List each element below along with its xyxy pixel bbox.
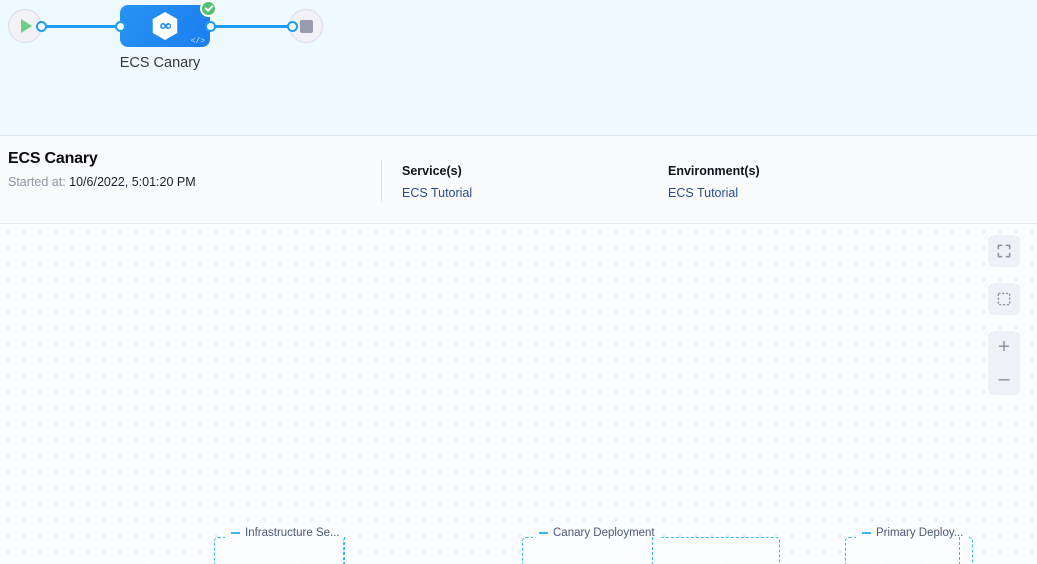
group-label: Infrastructure Se...: [245, 527, 340, 539]
stage-node-label: ECS Canary: [119, 55, 201, 71]
divider: [381, 160, 382, 202]
page-title: ECS Canary: [8, 150, 98, 167]
services-title: Service(s): [402, 164, 462, 178]
guide-line: [652, 537, 653, 564]
code-marker: </>: [190, 37, 205, 46]
environments-link[interactable]: ECS Tutorial: [668, 186, 739, 200]
stop-icon: [299, 19, 313, 33]
group-infrastructure-section[interactable]: Infrastructure Se...: [214, 527, 346, 564]
edge-start-to-stage: [42, 25, 120, 28]
port-start-out: [36, 21, 47, 32]
edge-stage-to-end: [211, 25, 291, 28]
environments-column: Environment(s) ECS Tutorial: [668, 164, 760, 200]
collapse-icon[interactable]: [862, 532, 871, 534]
group-primary-deployment[interactable]: Primary Deploy...: [845, 527, 973, 564]
started-at-label: Started at: [8, 175, 63, 189]
services-link[interactable]: ECS Tutorial: [402, 186, 473, 200]
port-end-in: [287, 21, 298, 32]
started-at-value: 10/6/2022, 5:01:20 PM: [69, 175, 196, 189]
expand-corners-icon: [997, 244, 1011, 258]
collapse-icon[interactable]: [231, 532, 240, 534]
zoom-out-button[interactable]: –: [998, 368, 1010, 390]
zoom-controls[interactable]: + –: [988, 331, 1020, 395]
select-area-button[interactable]: [988, 283, 1020, 315]
zoom-in-button[interactable]: +: [998, 336, 1010, 358]
execution-graph-canvas[interactable]: Infrastructure Se... Canary Deployment P…: [0, 224, 1037, 564]
guide-line: [959, 537, 960, 564]
group-infrastructure-section-header[interactable]: Infrastructure Se...: [225, 527, 346, 539]
top-pipeline-strip: </> ECS Canary: [0, 0, 1037, 136]
harness-hexagon-infinity-icon: [152, 12, 178, 40]
execution-info-bar: ECS Canary Started at: 10/6/2022, 5:01:2…: [0, 136, 1037, 325]
group-label: Primary Deploy...: [876, 527, 964, 539]
guide-line: [344, 537, 345, 564]
fit-to-screen-button[interactable]: [988, 235, 1020, 267]
group-canary-deployment-header[interactable]: Canary Deployment: [533, 527, 661, 539]
dashed-square-icon: [997, 292, 1011, 306]
group-label: Canary Deployment: [553, 527, 655, 539]
services-column: Service(s) ECS Tutorial: [402, 164, 472, 200]
environments-title: Environment(s): [668, 164, 760, 178]
port-stage-out: [205, 21, 216, 32]
port-stage-in: [115, 21, 126, 32]
started-at-row: Started at: 10/6/2022, 5:01:20 PM: [8, 175, 196, 189]
play-icon: [21, 19, 32, 33]
stage-node-ecs-canary[interactable]: </>: [120, 5, 210, 47]
status-badge-success: [200, 0, 217, 17]
group-canary-deployment[interactable]: Canary Deployment: [522, 527, 780, 564]
group-primary-deployment-header[interactable]: Primary Deploy...: [856, 527, 970, 539]
collapse-icon[interactable]: [539, 532, 548, 534]
